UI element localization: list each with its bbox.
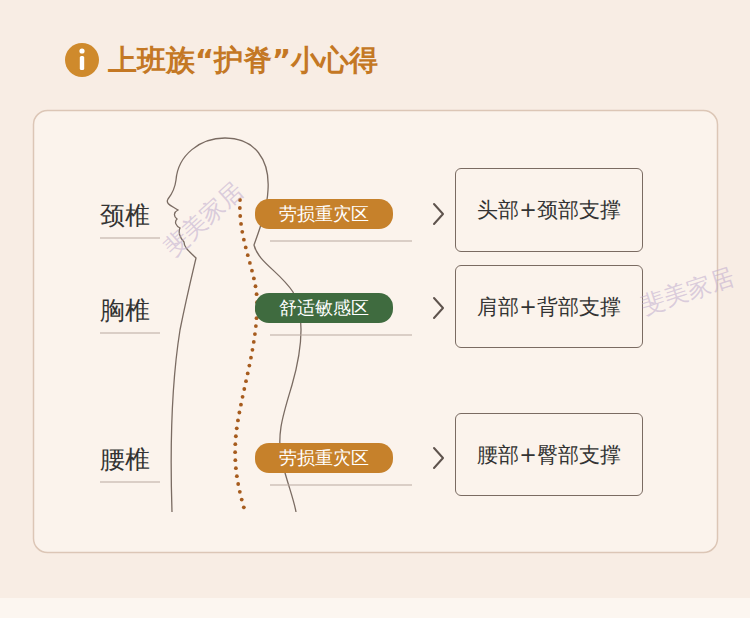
spine-section-label: 胸椎: [100, 294, 150, 327]
label-underline: [100, 332, 160, 333]
info-icon-bar: [80, 56, 84, 70]
support-box: 腰部+臀部支撑: [455, 413, 643, 496]
spine-dot: [251, 348, 255, 352]
title: 上班族“护脊”小心得: [108, 41, 378, 81]
spine-dot: [246, 253, 250, 257]
spine-dot: [233, 450, 237, 454]
label-underline: [100, 237, 160, 238]
support-box: 肩部+背部支撑: [455, 265, 643, 348]
spine-dot: [239, 222, 243, 226]
spine-dot: [236, 418, 240, 422]
badge-underline: [270, 240, 412, 241]
spine-dot: [238, 214, 242, 218]
spine-dot: [241, 395, 245, 399]
spine-dot: [244, 246, 248, 250]
spine-dot: [235, 474, 239, 478]
spine-dot: [242, 387, 246, 391]
spine-dot: [238, 490, 242, 494]
spine-dot: [252, 277, 256, 281]
support-box: 头部+颈部支撑: [455, 168, 643, 252]
zone-badge: 劳损重灾区: [255, 199, 393, 229]
spine-dot: [233, 458, 237, 462]
spine-section-label: 腰椎: [100, 443, 150, 476]
spine-dot: [247, 364, 251, 368]
info-icon-dot: [79, 48, 84, 53]
box-text: 腰部+臀部支撑: [477, 441, 621, 469]
spine-dot: [254, 324, 258, 328]
spine-dot: [234, 466, 238, 470]
badge-text: 劳损重灾区: [279, 202, 369, 226]
label-underline: [100, 481, 160, 482]
chevron-connector: [434, 298, 443, 318]
chevron-connector: [434, 448, 443, 468]
spine-dot: [239, 403, 243, 407]
spine-dot: [233, 442, 237, 446]
spine-dot: [236, 482, 240, 486]
spine-dot: [252, 340, 256, 344]
zone-badge: 舒适敏感区: [255, 293, 393, 323]
spine-dot: [246, 371, 250, 375]
spine-dot: [240, 498, 244, 502]
spine-dot: [242, 505, 246, 509]
badge-underline: [270, 334, 412, 335]
spine-dot: [234, 434, 238, 438]
badge-underline: [270, 484, 412, 485]
chevron-connector: [434, 204, 443, 224]
panel: [34, 111, 718, 553]
badge-text: 劳损重灾区: [279, 446, 369, 470]
zone-badge: 劳损重灾区: [255, 443, 393, 473]
spine-dot: [235, 426, 239, 430]
spine-dot: [244, 379, 248, 383]
spine-dot: [237, 411, 241, 415]
badge-text: 舒适敏感区: [279, 296, 369, 320]
spine-dot: [240, 230, 244, 234]
spine-dot: [250, 269, 254, 273]
spine-dot: [248, 261, 252, 265]
spine-dot: [254, 284, 258, 288]
bottom-strip: [0, 598, 750, 618]
box-text: 肩部+背部支撑: [477, 293, 621, 321]
spine-section-label: 颈椎: [100, 199, 150, 232]
spine-dot: [255, 292, 259, 296]
box-text: 头部+颈部支撑: [477, 196, 621, 224]
spine-guide: [235, 200, 257, 508]
spine-dot: [242, 238, 246, 242]
spine-dot: [249, 356, 253, 360]
info-icon: [65, 43, 99, 77]
spine-dot: [253, 332, 257, 336]
